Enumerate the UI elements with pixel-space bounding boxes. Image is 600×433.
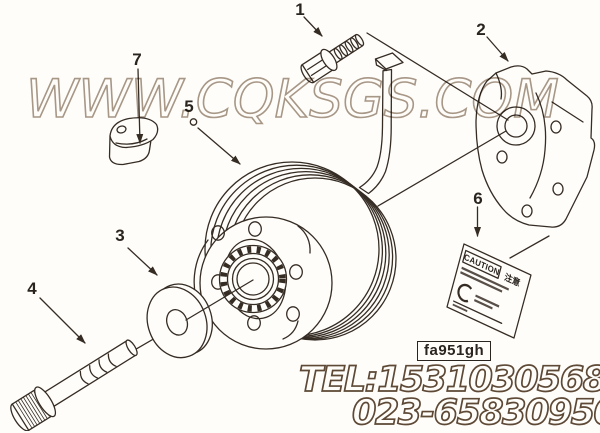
callout-6: 6 [473,189,482,208]
strap-arm [358,52,404,195]
bolt1-assembly-line [366,32,509,121]
washer [146,283,213,359]
mounting-bracket [475,65,596,228]
centerline-rear [377,130,507,207]
bearing [218,244,288,314]
pulley-assembly [193,161,397,350]
part-code-box: fa951gh [417,341,492,361]
bracket-holes [496,120,564,218]
callout-4: 4 [27,279,37,298]
engine-brand-logo [457,283,473,303]
caution-decal: CAUTION 注意 [446,235,550,339]
flange-bolt-short [300,33,365,84]
threaded-hole [504,114,528,138]
callout-5: 5 [184,97,193,116]
callout-3: 3 [115,226,124,245]
callout-1: 1 [295,0,304,19]
clip-hole [116,125,127,134]
callout-2: 2 [476,20,485,39]
long-bolt [10,339,138,431]
centerline-front [185,279,254,321]
hub-bolt-holes [211,221,303,331]
clip-part [108,117,159,166]
callout-7: 7 [132,50,141,69]
callouts: 1 2 3 4 5 6 7 [27,0,509,344]
